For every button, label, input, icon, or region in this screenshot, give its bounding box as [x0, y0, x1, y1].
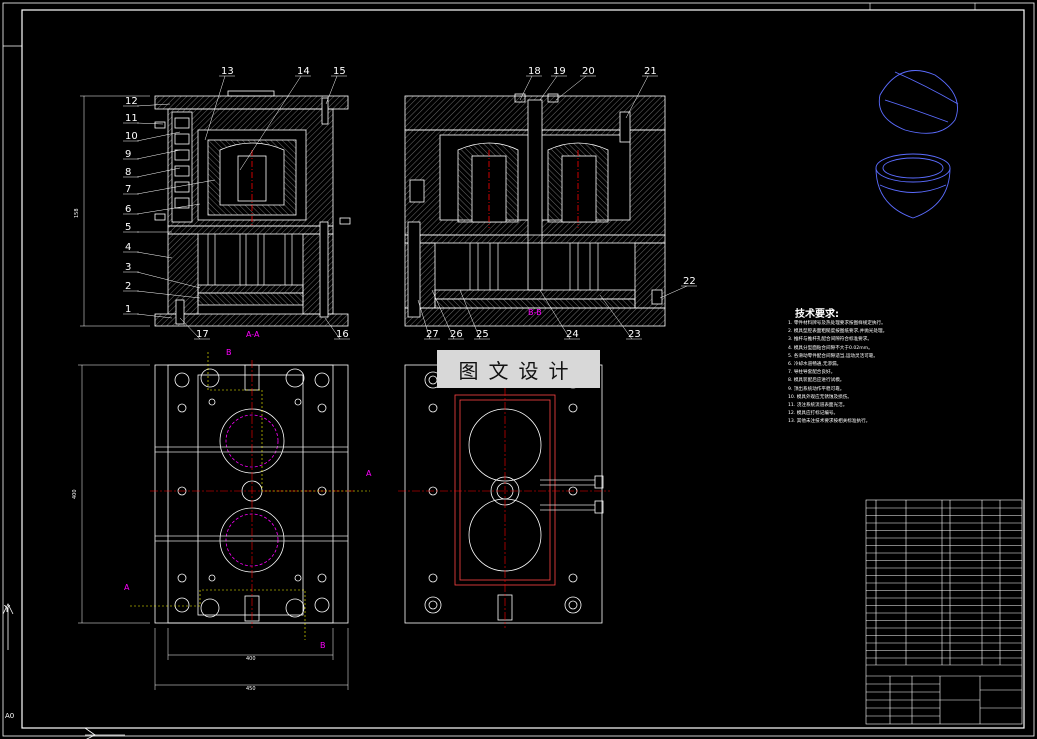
part-number-label: 5 — [125, 222, 131, 233]
callout-leader — [136, 131, 181, 142]
callout-leader — [625, 75, 649, 119]
part-isometric — [875, 70, 959, 219]
part-number-label: 12 — [125, 96, 138, 107]
callout-leader — [136, 271, 201, 289]
section-view-bb — [404, 93, 666, 327]
dim-aa-height-value: 158 — [74, 208, 80, 218]
callout-leader — [136, 290, 201, 299]
callout-leader — [136, 179, 216, 195]
dim-plan-height: 400 — [72, 489, 78, 499]
part-number-label: 25 — [476, 329, 489, 340]
ucs-icon — [2, 603, 125, 739]
cut-marker-a-left: A — [124, 583, 130, 592]
callout-leader — [325, 75, 338, 105]
title-block — [865, 499, 1023, 725]
tech-requirement-item: 4. 模具分型面贴合间隙不大于0.02mm。 — [788, 345, 873, 351]
part-number-label: 10 — [125, 131, 138, 142]
title-block-border — [865, 499, 1023, 725]
tech-requirements-title: 技术要求: — [795, 309, 839, 320]
plan-right-centerlines — [398, 360, 610, 628]
tech-requirement-item: 5. 各滑动零件配合间隙适当,运动灵活可靠。 — [788, 353, 878, 359]
callout-leader — [179, 317, 201, 340]
callout-leader — [659, 285, 688, 299]
view-aa-title: A-A — [246, 330, 260, 339]
dim-plan-width-outer: 450 — [246, 686, 256, 692]
cut-marker-b-top: B — [226, 348, 232, 357]
section-view-aa — [154, 90, 351, 327]
tech-requirement-item: 7. 导柱导套配合良好。 — [788, 370, 836, 376]
part-number-label: 9 — [125, 149, 131, 160]
part-number-label: 16 — [336, 329, 349, 340]
tech-requirement-item: 9. 顶出系统动作平稳可靠。 — [788, 386, 845, 392]
callout-leader — [239, 75, 302, 171]
part-number-label: 8 — [125, 167, 131, 178]
part-number-label: 7 — [125, 184, 131, 195]
callout-leader — [136, 149, 181, 160]
plan-left-cutlines — [130, 352, 370, 640]
part-number-label: 21 — [644, 66, 657, 77]
callout-leader — [136, 313, 173, 319]
dim-plan-width-inner: 400 — [246, 656, 256, 662]
cut-marker-b-bottom: B — [320, 641, 326, 650]
callout-leader — [136, 103, 171, 107]
part-number-label: 6 — [125, 204, 131, 215]
inner-frame — [21, 9, 1025, 729]
tech-requirement-item: 8. 模具装配后应进行试模。 — [788, 378, 845, 384]
part-number-label: 22 — [683, 276, 696, 287]
dim-aa-height — [80, 95, 150, 327]
callout-leader — [136, 122, 164, 125]
callout-leader — [136, 203, 201, 215]
part-number-label: 1 — [125, 304, 131, 315]
callout-leader — [459, 289, 481, 340]
tech-requirement-item: 13. 其他未注技术要求按相关标准执行。 — [788, 419, 871, 425]
callout-leader — [136, 167, 181, 178]
part-number-label: 4 — [125, 242, 131, 253]
tech-requirement-item: 1. 零件材料牌号及热处理要求按图样规定执行。 — [788, 321, 886, 326]
part-number-label: 17 — [196, 329, 209, 340]
plan-left-holes — [174, 368, 330, 618]
callout-leader — [519, 75, 533, 101]
part-number-label: 23 — [628, 329, 641, 340]
ucs-y-label: Y — [3, 604, 11, 615]
callout-leader — [539, 289, 571, 340]
part-number-label: 24 — [566, 329, 579, 340]
view-bb-title: B-B — [528, 308, 542, 317]
part-number-label: 20 — [582, 66, 595, 77]
tech-requirements-list: 1. 零件材料牌号及热处理要求按图样规定执行。 2. 模具型腔表面粗糙度按图纸要求… — [788, 320, 1018, 427]
part-number-label: 3 — [125, 262, 131, 273]
watermark-badge: 图文设计 — [437, 350, 600, 388]
plan-view-right — [404, 364, 604, 624]
part-number-label: 14 — [297, 66, 310, 77]
part-number-label: 27 — [426, 329, 439, 340]
part-number-label: 15 — [333, 66, 346, 77]
plan-left-dims — [78, 364, 349, 690]
part-number-label: 2 — [125, 281, 131, 292]
tech-requirement-item: 11. 浇注系统流道表面光洁。 — [788, 403, 848, 409]
tech-requirement-item: 12. 模具应打标记编号。 — [788, 411, 839, 417]
callout-leader — [204, 75, 226, 141]
callout-leader — [539, 75, 558, 101]
callout-leader — [324, 317, 341, 340]
part-number-label: 26 — [450, 329, 463, 340]
callout-leader — [599, 294, 633, 340]
callout-leader — [136, 251, 173, 259]
tech-requirement-item: 2. 模具型腔表面粗糙度按图纸要求,并抛光处理。 — [788, 329, 888, 335]
ucs-origin-label: A0 — [5, 712, 14, 720]
part-number-label: 13 — [221, 66, 234, 77]
part-number-label: 11 — [125, 113, 138, 124]
tech-requirement-item: 10. 模具外观应无锈蚀及损伤。 — [788, 394, 852, 400]
cut-marker-a-right: A — [366, 469, 372, 478]
callout-leader — [417, 299, 431, 340]
part-number-label: 19 — [553, 66, 566, 77]
part-number-label: 18 — [528, 66, 541, 77]
callout-leader — [555, 75, 587, 101]
tech-requirement-item: 3. 推杆与推杆孔配合间隙符合标准要求。 — [788, 337, 872, 343]
plan-left-centerlines — [150, 360, 355, 628]
tech-requirement-item: 6. 冷却水道畅通,无渗漏。 — [788, 362, 842, 368]
callout-leader — [431, 289, 455, 340]
